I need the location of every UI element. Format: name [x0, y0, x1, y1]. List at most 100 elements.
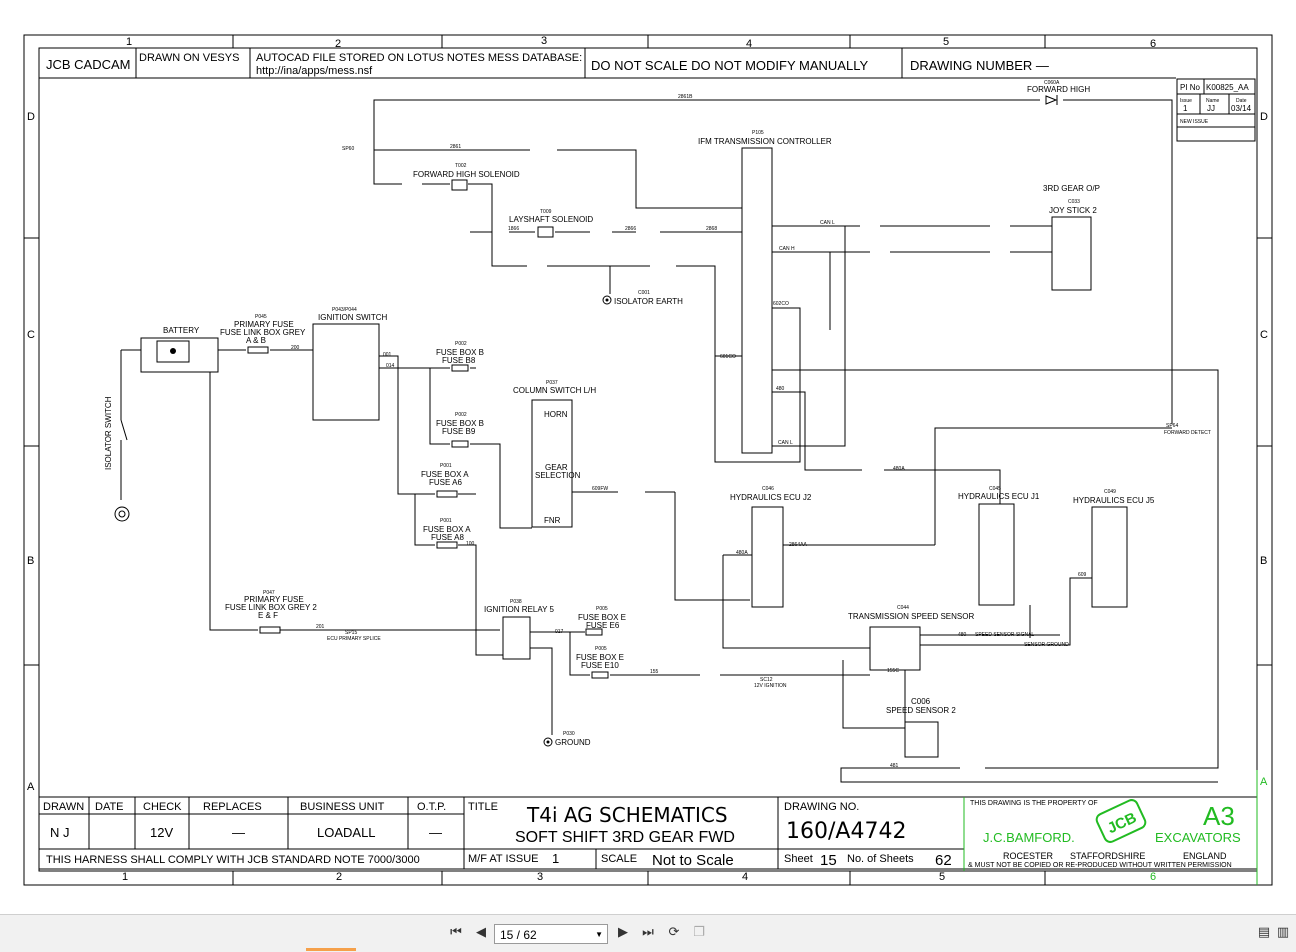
svg-text:HYDRAULICS ECU J2: HYDRAULICS ECU J2 — [730, 493, 812, 502]
hydraulics-ecu-j2: C046 HYDRAULICS ECU J2 2864AA 480A — [730, 486, 812, 608]
svg-text:P005: P005 — [596, 606, 608, 612]
tb-loc2: STAFFORDSHIRE — [1070, 851, 1145, 861]
svg-text:FUSE BOX A: FUSE BOX A — [423, 525, 471, 534]
tb-drawn-value: N J — [50, 825, 70, 840]
last-page-icon[interactable]: ⏭ — [642, 925, 654, 940]
tb-property: THIS DRAWING IS THE PROPERTY OF — [970, 800, 1098, 807]
outer-frame — [23, 34, 1273, 886]
forward-high-diode: C060A FORWARD HIGH — [1027, 80, 1090, 105]
svg-text:602CO: 602CO — [773, 301, 789, 307]
svg-text:PRIMARY FUSE: PRIMARY FUSE — [244, 595, 304, 604]
row-label-d-right: D — [1260, 111, 1268, 123]
battery: BATTERY — [140, 326, 219, 373]
joystick-2: 3RD GEAR O/P C033 JOY STICK 2 — [1043, 184, 1100, 291]
svg-text:SP15: SP15 — [345, 630, 357, 636]
svg-text:FNR: FNR — [544, 516, 561, 525]
tb-loc1: ROCESTER — [1003, 851, 1054, 861]
first-page-icon[interactable]: ⏮ — [450, 925, 462, 940]
svg-text:FUSE LINK BOX GREY: FUSE LINK BOX GREY — [220, 328, 306, 337]
prev-page-icon[interactable]: ◀ — [476, 925, 486, 940]
header-do-not-scale: DO NOT SCALE DO NOT MODIFY MANUALLY — [591, 58, 868, 73]
svg-text:FUSE BOX A: FUSE BOX A — [421, 470, 469, 479]
tb-scale-value: Not to Scale — [652, 852, 734, 869]
two-page-view-icon[interactable]: ▥ — [1276, 925, 1290, 940]
svg-text:FUSE BOX E: FUSE BOX E — [578, 613, 626, 622]
primary-fuse-a-b: P045 PRIMARY FUSE FUSE LINK BOX GREY A &… — [220, 314, 306, 354]
svg-text:609: 609 — [1078, 572, 1087, 578]
document-viewer[interactable]: 1 2 3 4 5 6 1 2 3 4 5 6 D C B A D C B A — [0, 0, 1296, 914]
fuse-a6: P001 FUSE BOX A FUSE A6 — [421, 463, 469, 498]
svg-text:SPEED SENSOR 2: SPEED SENSOR 2 — [886, 706, 956, 715]
row-label-c-left: C — [27, 329, 35, 341]
svg-text:481: 481 — [890, 763, 899, 769]
tb-company: J.C.BAMFORD. — [983, 830, 1075, 845]
header-drawn-on: DRAWN ON VESYS — [139, 52, 239, 64]
tb-title-label: TITLE — [468, 801, 498, 813]
svg-text:JOY STICK 2: JOY STICK 2 — [1049, 206, 1097, 215]
svg-text:FUSE BOX B: FUSE BOX B — [436, 348, 484, 357]
svg-text:P005: P005 — [595, 646, 607, 652]
svg-text:2868: 2868 — [706, 226, 717, 232]
svg-text:FUSE B8: FUSE B8 — [442, 356, 476, 365]
svg-text:GROUND: GROUND — [555, 738, 591, 747]
svg-text:C046: C046 — [762, 486, 774, 492]
tb-title-line1: T4i AG SCHEMATICS — [526, 803, 728, 827]
wire-2861: 2861 — [450, 144, 461, 150]
fuse-e6: P005 FUSE BOX E FUSE E6 — [578, 606, 626, 636]
svg-text:GEAR: GEAR — [545, 463, 568, 472]
svg-text:FUSE E10: FUSE E10 — [581, 661, 619, 670]
tb-check-label: CHECK — [143, 801, 182, 813]
svg-text:Name: Name — [1206, 98, 1220, 104]
svg-text:IGNITION SWITCH: IGNITION SWITCH — [318, 313, 388, 322]
svg-text:FUSE BOX E: FUSE BOX E — [576, 653, 624, 662]
svg-text:014: 014 — [386, 363, 395, 369]
green-frame-marks — [963, 770, 1258, 885]
tb-warning: & MUST NOT BE COPIED OR RE-PRODUCED WITH… — [968, 862, 1232, 869]
svg-text:201: 201 — [316, 624, 325, 630]
svg-text:C060A: C060A — [1044, 80, 1060, 86]
svg-text:155C: 155C — [887, 668, 899, 674]
viewer-toolbar: ⏮ ◀ 15 / 62 ▼ ▶ ⏭ ⟳ ❐ ▤ ▥ — [0, 914, 1296, 952]
svg-text:P043/P044: P043/P044 — [332, 307, 357, 313]
svg-text:609FW: 609FW — [592, 486, 608, 492]
tb-sheet-value: 15 — [820, 852, 837, 869]
col-label-3: 3 — [541, 35, 547, 47]
tb-mf-value: 1 — [552, 851, 559, 866]
svg-text:C033: C033 — [1068, 199, 1080, 205]
svg-text:PRIMARY FUSE: PRIMARY FUSE — [234, 320, 294, 329]
tb-harness-note: THIS HARNESS SHALL COMPLY WITH JCB STAND… — [46, 854, 420, 866]
chevron-down-icon: ▼ — [595, 930, 603, 939]
svg-text:SELECTION: SELECTION — [535, 471, 581, 480]
svg-text:HORN: HORN — [544, 410, 568, 419]
page-select[interactable]: 15 / 62 ▼ — [494, 924, 608, 944]
single-page-view-icon[interactable]: ▤ — [1257, 925, 1271, 940]
tb-of-sheets-value: 62 — [935, 852, 952, 869]
next-page-icon[interactable]: ▶ — [618, 925, 628, 940]
rotate-icon[interactable]: ⟳ — [668, 925, 680, 940]
svg-text:FORWARD DETECT: FORWARD DETECT — [1164, 430, 1211, 436]
svg-text:017: 017 — [555, 629, 564, 635]
fuse-e10: P005 FUSE BOX E FUSE E10 155 SC12 12V IG… — [576, 646, 787, 689]
col-label-6: 6 — [1150, 38, 1156, 50]
svg-text:LAYSHAFT SOLENOID: LAYSHAFT SOLENOID — [509, 215, 593, 224]
svg-text:ISOLATOR SWITCH: ISOLATOR SWITCH — [104, 396, 113, 470]
row-label-a-left: A — [27, 781, 35, 793]
svg-text:SC12: SC12 — [760, 677, 773, 683]
col-label-4-bottom: 4 — [742, 871, 748, 883]
svg-text:FORWARD HIGH: FORWARD HIGH — [1027, 85, 1090, 94]
svg-text:CAN H: CAN H — [779, 246, 795, 252]
copy-icon[interactable]: ❐ — [693, 925, 705, 940]
svg-text:TRANSMISSION SPEED SENSOR: TRANSMISSION SPEED SENSOR — [848, 612, 974, 621]
svg-text:P002: P002 — [455, 412, 467, 418]
header-autocad-1: AUTOCAD FILE STORED ON LOTUS NOTES MESS … — [256, 52, 582, 64]
svg-text:Date: Date — [1236, 98, 1247, 104]
svg-text:P038: P038 — [510, 599, 522, 605]
svg-text:12V IGNITION: 12V IGNITION — [754, 683, 787, 689]
col-label-6-bottom: 6 — [1150, 871, 1156, 883]
svg-text:3RD GEAR O/P: 3RD GEAR O/P — [1043, 184, 1100, 193]
row-labels: D C B A D C B A — [24, 111, 1272, 793]
col-label-1: 1 — [126, 36, 132, 48]
tb-replaces-value: — — [232, 825, 245, 840]
svg-text:T002: T002 — [455, 163, 467, 169]
tb-size: A3 — [1203, 801, 1235, 831]
